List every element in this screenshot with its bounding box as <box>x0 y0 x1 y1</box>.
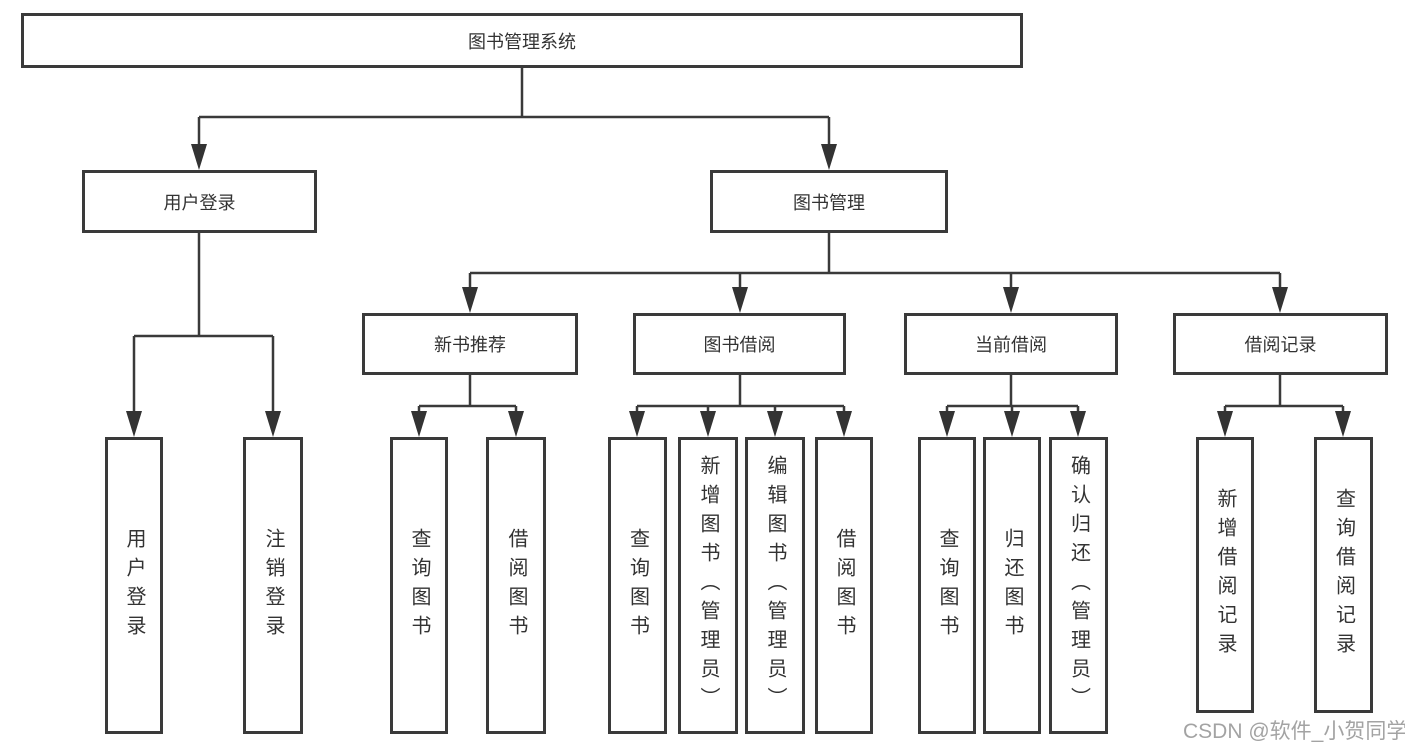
arrow-down-icon <box>411 411 427 437</box>
connector-root-to-level2 <box>191 68 837 170</box>
arrow-down-icon <box>462 287 478 313</box>
leaf-user-login: 用户登录 <box>105 437 163 734</box>
arrow-down-icon <box>126 411 142 437</box>
arrow-down-icon <box>508 411 524 437</box>
arrow-down-icon <box>732 287 748 313</box>
arrow-down-icon <box>629 411 645 437</box>
leaf-borrow-query-books: 查询图书 <box>608 437 667 734</box>
arrow-down-icon <box>767 411 783 437</box>
leaf-current-query-books: 查询图书 <box>918 437 976 734</box>
node-book-borrowing: 图书借阅 <box>633 313 846 375</box>
leaf-logout: 注销登录 <box>243 437 303 734</box>
csdn-watermark: CSDN @软件_小贺同学 <box>1183 720 1405 743</box>
leaf-records-add-record: 新增借阅记录 <box>1196 437 1254 713</box>
arrow-down-icon <box>1217 411 1233 437</box>
arrow-down-icon <box>1335 411 1351 437</box>
arrow-down-icon <box>1272 287 1288 313</box>
leaf-newbook-borrow-books: 借阅图书 <box>486 437 546 734</box>
connector-mgmt-to-level3 <box>462 233 1288 313</box>
leaf-newbook-query-books: 查询图书 <box>390 437 448 734</box>
connector-borrow-to-leaves <box>629 375 852 437</box>
arrow-down-icon <box>836 411 852 437</box>
arrow-down-icon <box>1003 287 1019 313</box>
arrow-down-icon <box>939 411 955 437</box>
leaf-borrow-add-books-admin: 新增图书（管理员） <box>678 437 738 734</box>
node-root-system: 图书管理系统 <box>21 13 1023 68</box>
node-new-book-recommend: 新书推荐 <box>362 313 578 375</box>
leaf-borrow-edit-books-admin: 编辑图书（管理员） <box>745 437 805 734</box>
leaf-borrow-borrow-books: 借阅图书 <box>815 437 873 734</box>
arrow-down-icon <box>265 411 281 437</box>
node-current-borrowing: 当前借阅 <box>904 313 1118 375</box>
leaf-current-return-books: 归还图书 <box>983 437 1041 734</box>
leaf-records-query-record: 查询借阅记录 <box>1314 437 1373 713</box>
node-borrow-records: 借阅记录 <box>1173 313 1388 375</box>
arrow-down-icon <box>1070 411 1086 437</box>
connector-login-to-leaves <box>126 233 281 437</box>
connector-current-to-leaves <box>939 375 1086 437</box>
arrow-down-icon <box>700 411 716 437</box>
arrow-down-icon <box>1004 411 1020 437</box>
connector-records-to-leaves <box>1217 375 1351 437</box>
node-book-management: 图书管理 <box>710 170 948 233</box>
arrow-down-icon <box>821 144 837 170</box>
connector-newbook-to-leaves <box>411 375 524 437</box>
leaf-current-confirm-return-admin: 确认归还（管理员） <box>1049 437 1108 734</box>
arrow-down-icon <box>191 144 207 170</box>
node-user-login: 用户登录 <box>82 170 317 233</box>
